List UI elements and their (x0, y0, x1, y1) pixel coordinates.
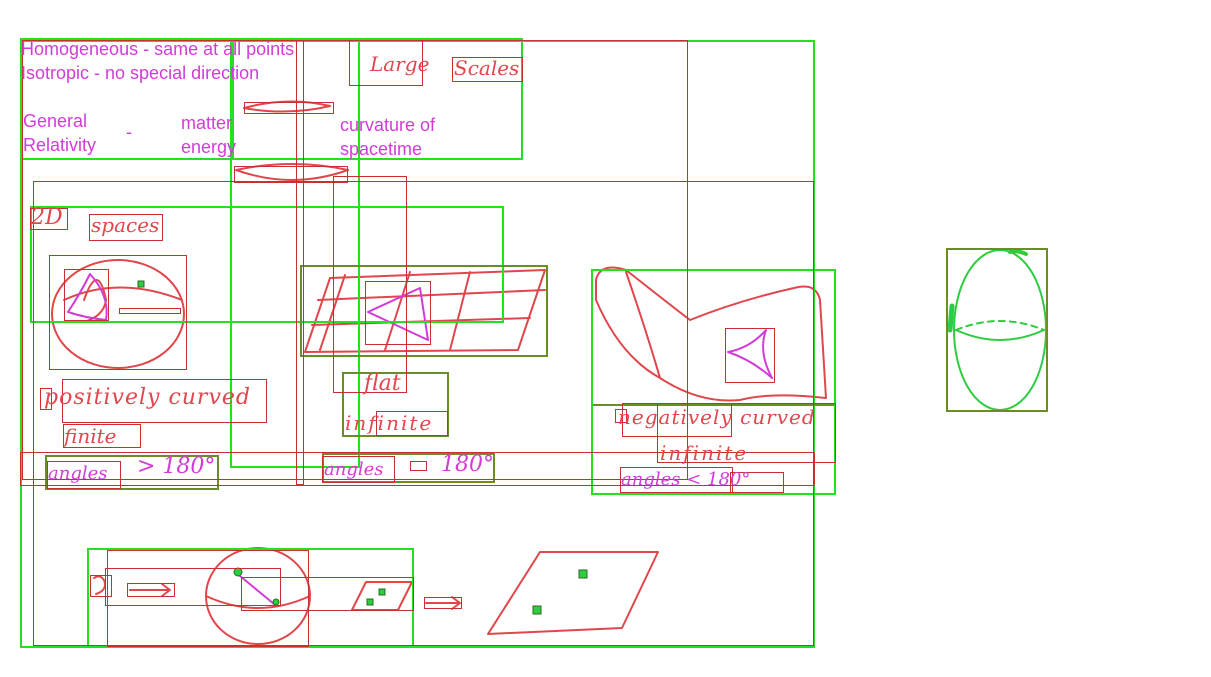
matter-label: matter (181, 113, 233, 133)
detection-box (349, 40, 423, 86)
detection-box (20, 452, 815, 486)
detection-box (322, 456, 395, 483)
detection-box (105, 568, 281, 606)
positively-curved-label: positively curved (44, 385, 251, 410)
detection-box (47, 461, 121, 489)
detection-box (107, 550, 309, 647)
flat-triangle-sketch (367, 287, 429, 341)
spherical-triangle-sketch (67, 273, 108, 321)
isotropic-note: Isotropic - no special direction (21, 63, 260, 83)
detection-box (365, 281, 431, 345)
detection-box (730, 472, 784, 493)
arrow-sketch-2 (425, 596, 461, 610)
detection-box (410, 461, 427, 471)
lens-sketch-lower (235, 163, 349, 181)
marker-dot (366, 598, 374, 606)
main-frame-highlight (20, 40, 815, 648)
equation-dash: - (126, 122, 132, 142)
angles-eq-region (322, 453, 495, 483)
infinite-label: infinite (345, 411, 434, 435)
angles-gt-region (45, 455, 219, 490)
detection-box (30, 208, 68, 230)
detection-box (127, 583, 175, 597)
homogeneous-note: Homogeneous - same at all points (21, 39, 295, 59)
flat-plane-sketch (304, 269, 546, 353)
green-sphere-region (946, 248, 1048, 412)
angles-gt-word: angles (48, 463, 108, 484)
saddle-triangle-sketch (727, 329, 773, 379)
spaces-label: spaces (91, 213, 160, 237)
marker-dot (137, 280, 145, 288)
arrow-sketch-1 (129, 583, 171, 597)
detection-box (90, 575, 112, 597)
curvature-label: curvature of (340, 115, 436, 135)
2d-label: 2D (31, 205, 63, 230)
large-plane-sketch (487, 551, 659, 635)
detection-box (657, 403, 836, 463)
detection-box (40, 388, 52, 410)
spacetime-label: spacetime (340, 139, 423, 159)
detection-box (119, 308, 181, 314)
detection-box (63, 424, 141, 448)
negatively-curved-label: negatively curved (618, 405, 816, 429)
flat-label: flat (364, 371, 401, 396)
detection-box (424, 597, 462, 609)
detection-box (241, 577, 414, 611)
neg-infinite-label: infinite (660, 441, 749, 465)
tall-column-region (230, 38, 360, 468)
relativity-label: Relativity (23, 135, 97, 155)
detection-box (615, 409, 627, 423)
eq-180-label: 180° (441, 452, 494, 477)
detection-box (333, 176, 407, 393)
flat-plane-region (300, 265, 548, 357)
marker-dot (532, 605, 542, 615)
detection-box (89, 214, 163, 241)
detection-box (33, 181, 814, 646)
large-word: Large (370, 52, 430, 76)
detection-box (296, 40, 304, 485)
detection-box (725, 328, 775, 383)
detection-box (620, 467, 733, 493)
energy-label: energy (181, 137, 237, 157)
detection-box (62, 379, 267, 423)
general-label: General (23, 111, 88, 131)
saddle-frame (591, 269, 836, 495)
sphere-sketch (51, 259, 185, 369)
gr-equation-region (232, 38, 523, 160)
scales-word: Scales (454, 56, 520, 80)
finite-label: finite (64, 424, 117, 448)
detection-box (64, 269, 109, 321)
angles-eq-word: angles (324, 459, 384, 480)
marker-dot (578, 569, 588, 579)
detection-box (244, 102, 334, 114)
2d-spaces-region (30, 206, 504, 323)
gt-180-label: > 180° (137, 454, 216, 479)
detection-box (49, 255, 187, 370)
detection-box (452, 57, 523, 82)
detection-box (376, 411, 448, 436)
flat-label-region (342, 372, 449, 437)
angles-lt-label: angles < 180° (621, 469, 751, 490)
marker-dot (378, 588, 386, 596)
detection-box (234, 166, 348, 183)
